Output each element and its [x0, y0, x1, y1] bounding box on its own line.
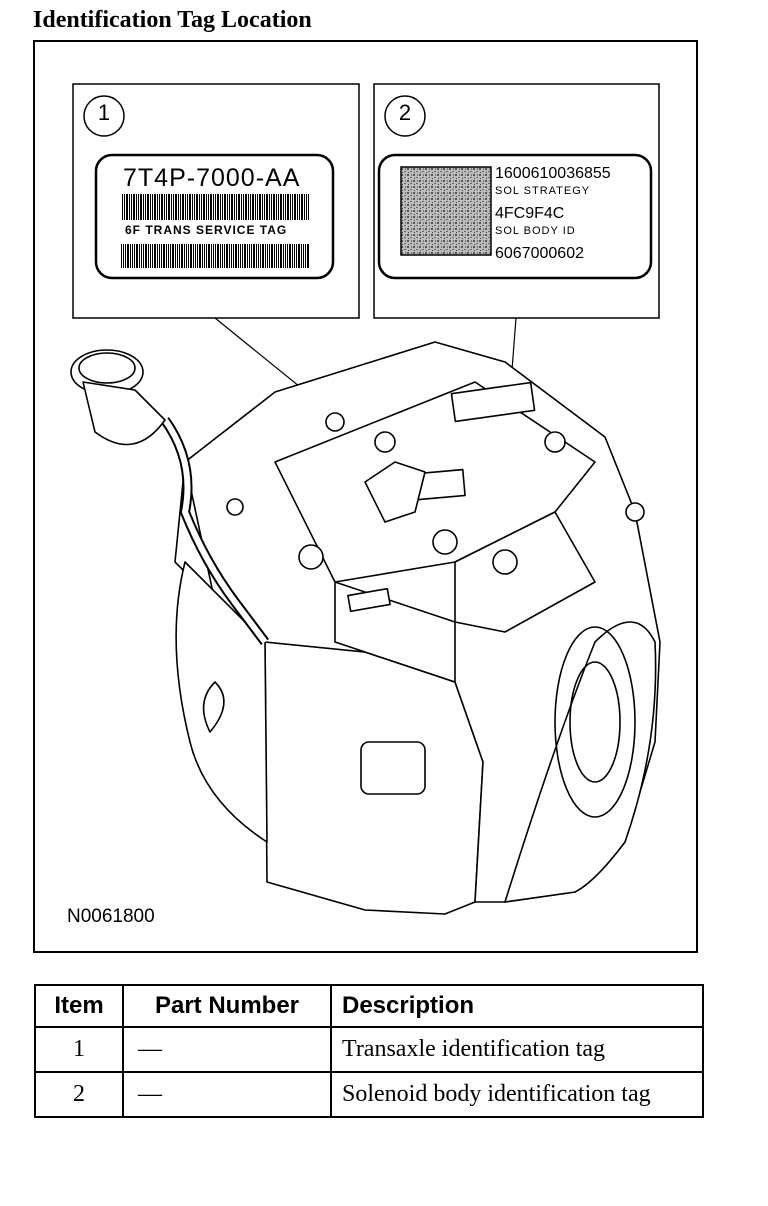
parts-table: Item Part Number Description 1 — Transax… [34, 984, 704, 1118]
row-part-number: — [122, 1026, 332, 1073]
callout-number-circle-2 [384, 95, 426, 137]
row-part-number: — [122, 1071, 332, 1118]
callout-number-2: 2 [398, 100, 412, 125]
sol-body-id-label: SOL BODY ID [495, 225, 576, 237]
table-header-row: Item Part Number Description [34, 984, 704, 1028]
row-description: Solenoid body identification tag [330, 1071, 704, 1118]
row-item: 1 [34, 1026, 124, 1073]
barcode-top [121, 194, 309, 220]
header-part-number: Part Number [122, 984, 332, 1028]
transaxle-body [70, 341, 661, 915]
data-matrix-code [400, 166, 492, 256]
transaxle-tag-code: 7T4P-7000-AA [123, 164, 301, 192]
table-row: 1 — Transaxle identification tag [34, 1026, 704, 1073]
illustration-drawing [70, 83, 661, 915]
table-row: 2 — Solenoid body identification tag [34, 1071, 704, 1118]
barcode-bottom [121, 244, 309, 268]
callout-number-1: 1 [97, 100, 111, 125]
sol-strategy-number: 1600610036855 [495, 165, 611, 182]
header-item: Item [34, 984, 124, 1028]
transaxle-tag-caption: 6F TRANS SERVICE TAG [125, 223, 288, 237]
sol-body-id-value: 4FC9F4C [495, 205, 565, 222]
transaxle-illustration: 1 7T4P-7000-AA 6F TRANS SERVICE TAG 2 16… [33, 40, 698, 953]
row-item: 2 [34, 1071, 124, 1118]
row-description: Transaxle identification tag [330, 1026, 704, 1073]
figure-reference-code: N0061800 [67, 906, 155, 927]
header-description: Description [330, 984, 704, 1028]
solenoid-tag-location [450, 381, 536, 423]
callout-box-1 [72, 83, 360, 319]
page-title: Identification Tag Location [33, 7, 312, 33]
sol-strategy-label: SOL STRATEGY [495, 185, 591, 197]
callout-number-circle-1 [83, 95, 125, 137]
callout-box-2 [373, 83, 660, 319]
solenoid-serial-number: 6067000602 [495, 245, 584, 262]
